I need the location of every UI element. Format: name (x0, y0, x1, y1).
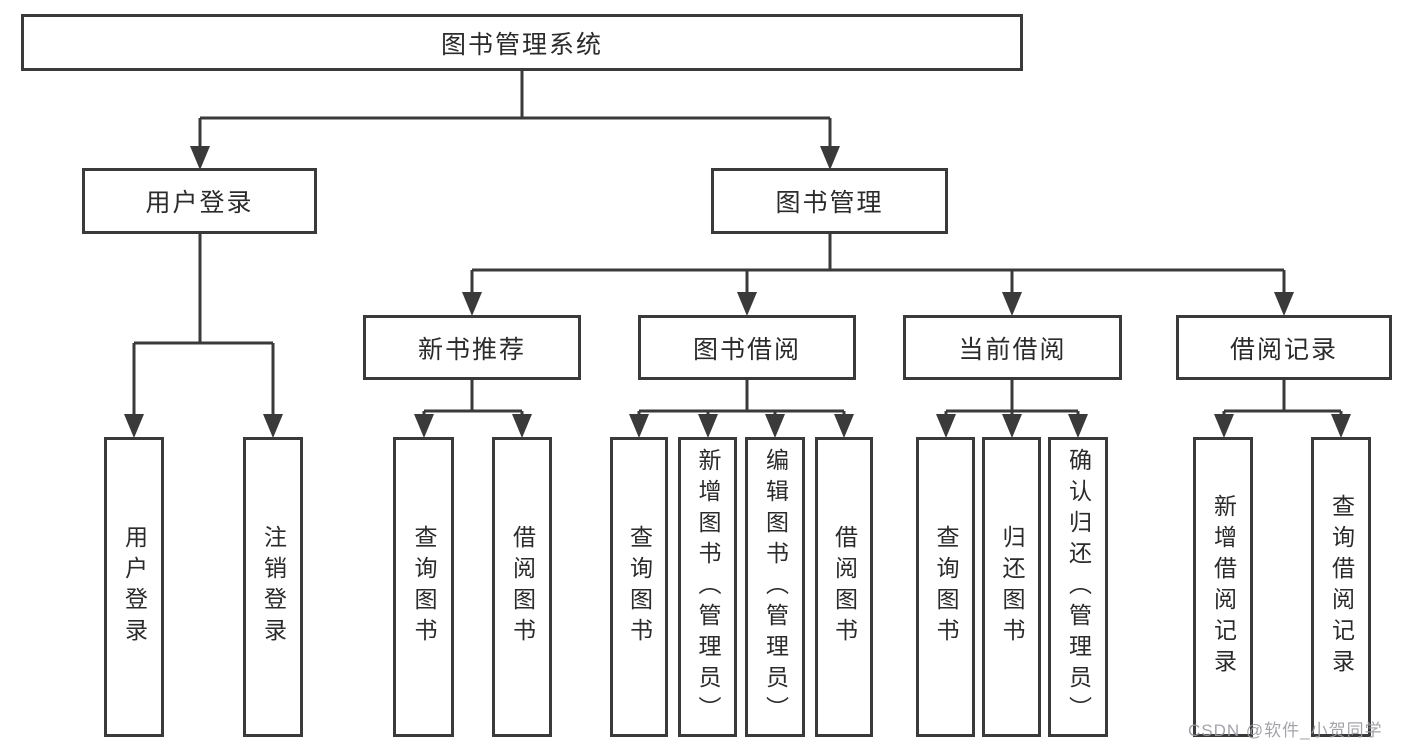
node-borrow-records-label: 借阅记录 (1229, 335, 1338, 364)
leaf-borrow-book: 借阅图书 (815, 437, 873, 737)
leaf-confirm-return-admin: 确认归还（管理员） (1048, 437, 1108, 737)
leaf-borrow-book-label: 借阅图书 (831, 525, 858, 649)
watermark: CSDN @软件_小贺同学 (1188, 721, 1383, 740)
connector-group-current (944, 380, 1080, 418)
leaf-recommend-query-books: 查询图书 (393, 437, 454, 737)
leaf-logout: 注销登录 (243, 437, 303, 737)
leaf-edit-book-admin: 编辑图书（管理员） (745, 437, 805, 737)
leaf-confirm-return-admin-label: 确认归还（管理员） (1065, 447, 1092, 727)
node-library-system-label: 图书管理系统 (440, 30, 603, 59)
leaf-edit-book-admin-label: 编辑图书（管理员） (762, 447, 789, 727)
node-user-login-branch: 用户登录 (82, 168, 317, 234)
leaf-query-borrow-record: 查询借阅记录 (1311, 437, 1371, 737)
leaf-user-login-label: 用户登录 (121, 525, 148, 649)
connector-group-records (1222, 380, 1343, 418)
leaf-add-borrow-record-label: 新增借阅记录 (1210, 494, 1237, 680)
leaf-recommend-borrow-books-label: 借阅图书 (509, 525, 536, 649)
leaf-add-borrow-record: 新增借阅记录 (1193, 437, 1253, 737)
node-borrow-records: 借阅记录 (1176, 315, 1392, 380)
connector-group-recommend (422, 380, 524, 418)
node-book-management-label: 图书管理 (775, 189, 884, 217)
leaf-user-login: 用户登录 (104, 437, 164, 737)
node-user-login-branch-label: 用户登录 (145, 189, 254, 217)
connector-root (198, 71, 832, 148)
leaf-return-book: 归还图书 (982, 437, 1041, 737)
leaf-query-borrow-record-label: 查询借阅记录 (1328, 494, 1355, 680)
leaf-recommend-query-books-label: 查询图书 (411, 525, 437, 649)
node-current-borrow-label: 当前借阅 (958, 335, 1067, 364)
leaf-borrow-query-books-label: 查询图书 (626, 525, 653, 649)
leaf-return-book-label: 归还图书 (999, 525, 1025, 649)
node-library-system: 图书管理系统 (21, 14, 1023, 71)
node-book-management: 图书管理 (711, 168, 948, 234)
leaf-add-book-admin: 新增图书（管理员） (678, 437, 737, 737)
node-current-borrow: 当前借阅 (903, 315, 1122, 380)
node-new-book-recommend: 新书推荐 (363, 315, 581, 380)
node-new-book-recommend-label: 新书推荐 (417, 335, 526, 364)
leaf-logout-label: 注销登录 (260, 525, 287, 649)
connector-group-borrow (637, 380, 846, 418)
leaf-recommend-borrow-books: 借阅图书 (492, 437, 552, 737)
leaf-current-query-books: 查询图书 (916, 437, 975, 737)
leaf-current-query-books-label: 查询图书 (933, 525, 959, 649)
leaf-add-book-admin-label: 新增图书（管理员） (695, 447, 721, 727)
connector-book-branch (470, 234, 1286, 294)
connector-user-branch (132, 234, 275, 417)
node-book-borrow-label: 图书借阅 (692, 335, 801, 364)
leaf-borrow-query-books: 查询图书 (610, 437, 668, 737)
node-book-borrow: 图书借阅 (638, 315, 856, 380)
